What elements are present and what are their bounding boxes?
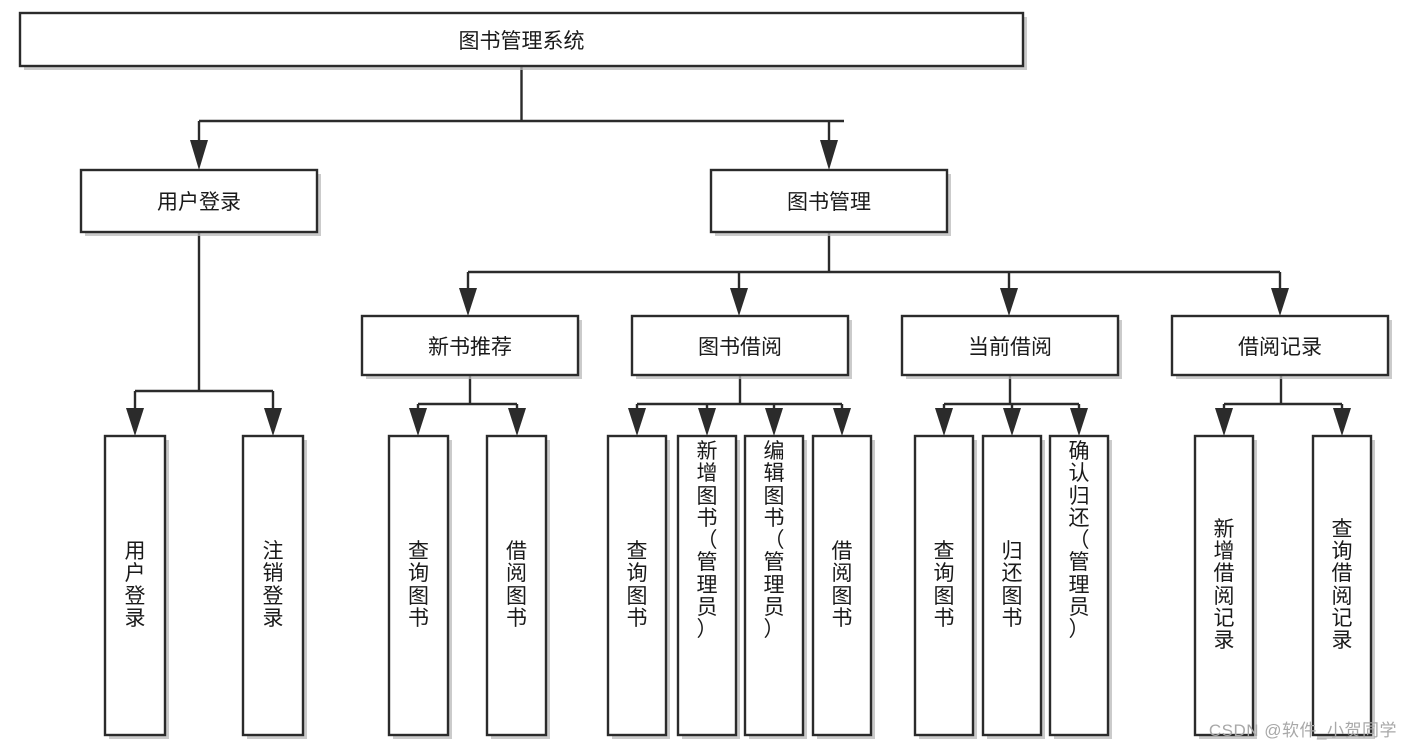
arrow-head-leaf-borrow-book-2 <box>833 408 851 436</box>
arrow-head-user-login <box>190 140 208 170</box>
node-box-book-borrow[interactable] <box>630 314 850 377</box>
node-box-leaf-query-book-3[interactable] <box>913 434 975 737</box>
node-box-book-manage[interactable] <box>709 168 949 234</box>
arrow-head-leaf-query-book-3 <box>935 408 953 436</box>
node-box-leaf-edit-book[interactable] <box>743 434 805 737</box>
node-box-leaf-return-book[interactable] <box>981 434 1043 737</box>
node-box-root[interactable] <box>18 11 1025 68</box>
arrow-head-leaf-return-book <box>1003 408 1021 436</box>
node-box-borrow-record[interactable] <box>1170 314 1390 377</box>
arrow-head-leaf-query-record <box>1333 408 1351 436</box>
node-box-leaf-add-record[interactable] <box>1193 434 1255 737</box>
arrow-head-leaf-add-book <box>698 408 716 436</box>
arrow-head-leaf-user-login <box>126 408 144 436</box>
node-box-leaf-confirm-return[interactable] <box>1048 434 1110 737</box>
arrow-head-book-borrow <box>730 288 748 316</box>
node-box-leaf-add-book[interactable] <box>676 434 738 737</box>
arrow-head-leaf-borrow-book-1 <box>508 408 526 436</box>
arrow-head-book-manage <box>820 140 838 170</box>
arrow-head-borrow-record <box>1271 288 1289 316</box>
arrow-head-leaf-add-record <box>1215 408 1233 436</box>
node-box-leaf-borrow-book-2[interactable] <box>811 434 873 737</box>
node-box-leaf-borrow-book-1[interactable] <box>485 434 548 737</box>
node-box-leaf-query-book-1[interactable] <box>387 434 450 737</box>
node-box-leaf-query-record[interactable] <box>1311 434 1373 737</box>
node-box-new-book-recommend[interactable] <box>360 314 580 377</box>
connector-layer <box>126 66 1351 436</box>
node-box-leaf-user-login[interactable] <box>103 434 167 737</box>
node-box-leaf-query-book-2[interactable] <box>606 434 668 737</box>
arrow-head-leaf-confirm-return <box>1070 408 1088 436</box>
arrow-head-current-borrow <box>1000 288 1018 316</box>
node-box-leaf-logout[interactable] <box>241 434 305 737</box>
node-box-current-borrow[interactable] <box>900 314 1120 377</box>
arrow-head-leaf-logout <box>264 408 282 436</box>
arrow-head-new-book-recommend <box>459 288 477 316</box>
node-layer <box>18 11 1392 739</box>
arrow-head-leaf-edit-book <box>765 408 783 436</box>
node-box-user-login[interactable] <box>79 168 319 234</box>
arrow-head-leaf-query-book-1 <box>409 408 427 436</box>
arrow-head-leaf-query-book-2 <box>628 408 646 436</box>
